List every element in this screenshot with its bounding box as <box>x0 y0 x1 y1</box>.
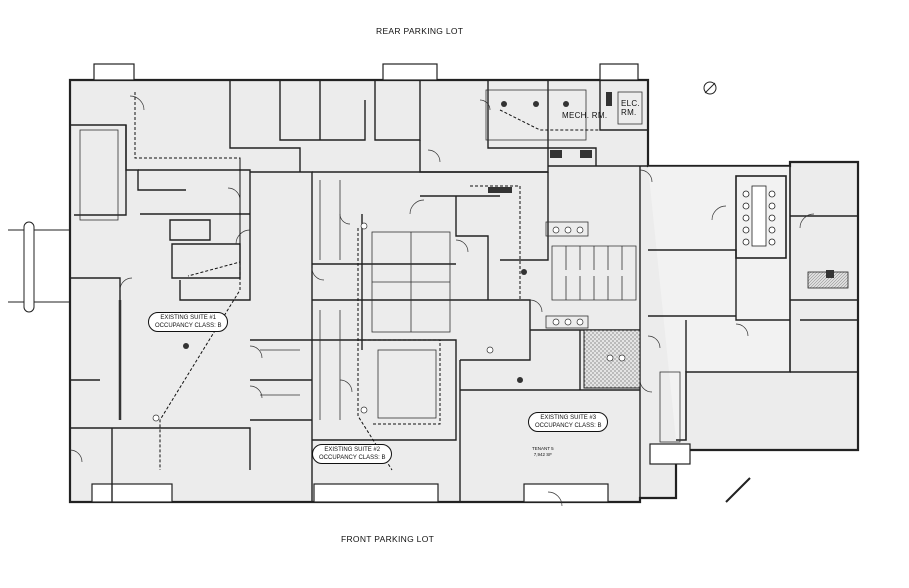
mechanical-room-label: MECH. RM. <box>562 111 608 120</box>
tenant-name: TENANT 5 <box>532 446 554 451</box>
suite-2-occupancy: OCCUPANCY CLASS: B <box>319 455 386 461</box>
site-utility-line <box>8 221 70 313</box>
front-parking-lot-label: FRONT PARKING LOT <box>341 534 435 544</box>
suite-2-tag: EXISTING SUITE #2 OCCUPANCY CLASS: B <box>312 444 393 464</box>
canopies <box>91 63 691 503</box>
north-arrow-symbols <box>703 81 751 503</box>
conference-table <box>742 185 776 247</box>
suite-3-name: EXISTING SUITE #3 <box>540 415 597 421</box>
rear-parking-lot-label: REAR PARKING LOT <box>376 26 464 36</box>
door-swings <box>69 95 815 507</box>
partitions <box>79 89 681 443</box>
suite-1-occupancy: OCCUPANCY CLASS: B <box>155 323 222 329</box>
electrical-room-line1: ELC. <box>621 99 640 108</box>
fixture-rings <box>152 222 626 422</box>
suite-2-name: EXISTING SUITE #2 <box>324 447 381 453</box>
suite-3-occupancy: OCCUPANCY CLASS: B <box>535 423 602 429</box>
tenant-tag: TENANT 5 7,942 SF <box>532 446 554 458</box>
electrical-room-line2: RM. <box>621 108 637 117</box>
suite-1-name: EXISTING SUITE #1 <box>160 315 217 321</box>
electrical-room-label: ELC. RM. <box>621 99 640 117</box>
suite-1-tag: EXISTING SUITE #1 OCCUPANCY CLASS: B <box>148 312 229 332</box>
suite-3-tag: EXISTING SUITE #3 OCCUPANCY CLASS: B <box>528 412 609 432</box>
tenant-area: 7,942 SF <box>533 452 552 457</box>
fixtures <box>183 92 834 383</box>
